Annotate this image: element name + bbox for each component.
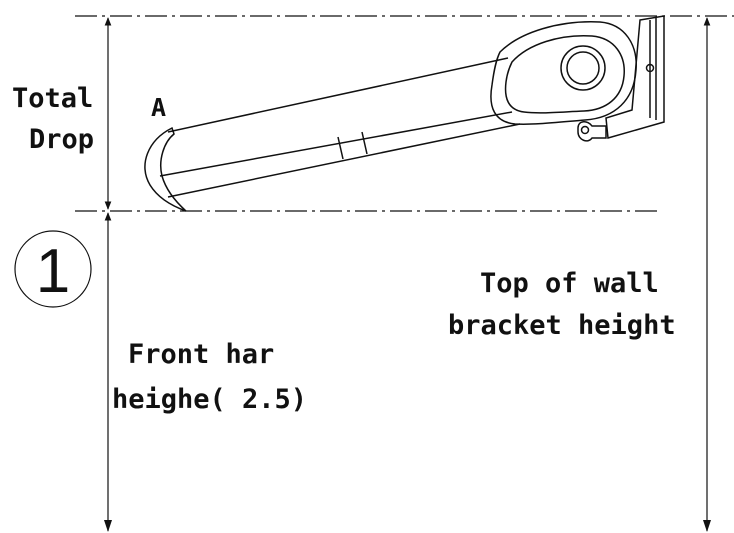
total-drop-label-2: Drop bbox=[29, 124, 94, 155]
elbow-housing bbox=[490, 21, 637, 125]
total-drop-label: Total bbox=[12, 83, 93, 114]
circle-number-marker bbox=[14, 230, 92, 308]
wall-bracket bbox=[577, 15, 665, 142]
front-bar-label: Front har bbox=[128, 339, 274, 370]
wall-bracket-label: Top of wall bbox=[480, 268, 659, 299]
point-a-label: A bbox=[151, 93, 166, 122]
wall-bracket-label-2: bracket height bbox=[448, 310, 676, 341]
front-bar-bottom-arrow bbox=[104, 520, 112, 532]
awning-arm bbox=[144, 57, 521, 212]
wall-bracket-bottom-arrow bbox=[703, 520, 711, 532]
front-bar-label-2: heighe( 2.5) bbox=[112, 384, 307, 415]
circle-number: 1 bbox=[36, 237, 70, 306]
